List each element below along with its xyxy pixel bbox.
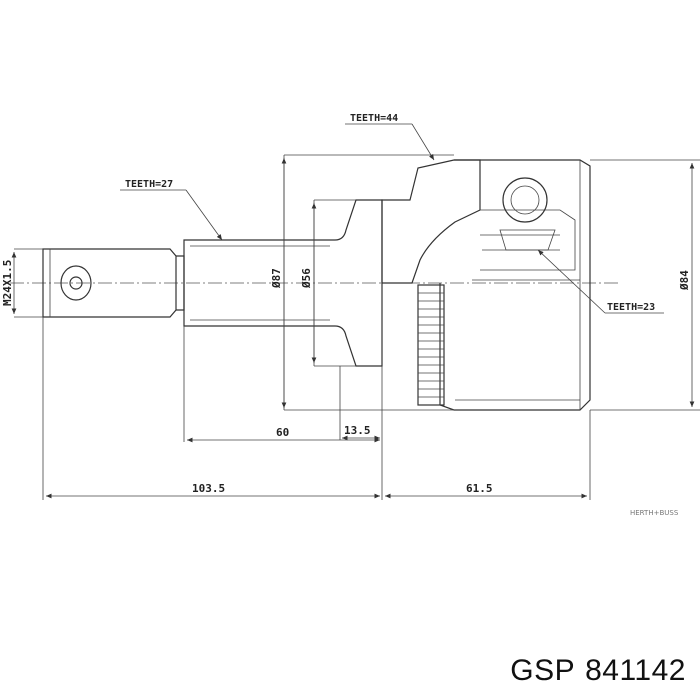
diameter-87-label: Ø87 xyxy=(270,268,283,289)
inner-race xyxy=(499,177,556,251)
bell-housing xyxy=(439,159,591,411)
dimension-lines xyxy=(11,158,695,499)
teeth-inner-label: TEETH=23 xyxy=(607,302,655,313)
teeth-outer-label: TEETH=44 xyxy=(350,113,398,124)
part-caption: GSP 841142 xyxy=(500,654,686,688)
extension-lines xyxy=(42,154,700,500)
leader-lines xyxy=(120,123,664,314)
dimension-13-5-label: 13.5 xyxy=(344,424,371,437)
brand-mark: HERTH+BUSS xyxy=(630,509,679,517)
thread-label: M24X1.5 xyxy=(1,260,14,306)
dimension-103-5-label: 103.5 xyxy=(192,482,225,495)
abs-tone-ring xyxy=(417,284,445,406)
diameter-56-label: Ø56 xyxy=(300,268,313,289)
teeth-shaft-label: TEETH=27 xyxy=(125,179,173,190)
dimension-60-label: 60 xyxy=(276,426,289,439)
caption-brand: GSP xyxy=(510,654,576,687)
outer-bell-section xyxy=(381,159,481,284)
caption-part-number: 841142 xyxy=(585,654,686,687)
diameter-84-label: Ø84 xyxy=(678,270,691,291)
dimension-61-5-label: 61.5 xyxy=(466,482,493,495)
